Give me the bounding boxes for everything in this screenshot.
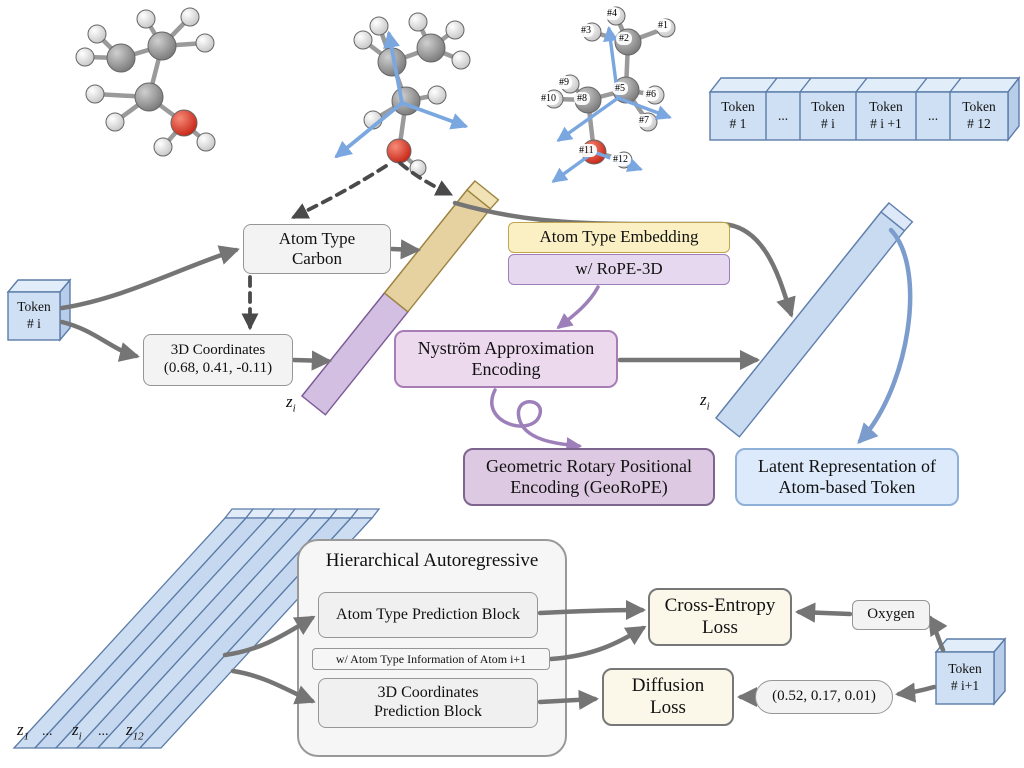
coords-pred-box: 3D Coordinates Prediction Block [318, 678, 538, 728]
cond-box: w/ Atom Type Information of Atom i+1 [312, 648, 550, 670]
molecule-1 [75, 7, 216, 157]
hier-title: Hierarchical Autoregressive [325, 549, 539, 571]
georope-box: Geometric Rotary Positional Encoding (Ge… [463, 448, 715, 506]
token-cell-dots-a: ... [777, 107, 789, 123]
atom-type-embedding-box: Atom Type Embedding [508, 222, 730, 253]
atom-pred-box: Atom Type Prediction Block [318, 592, 538, 638]
rope3d-box: w/ RoPE-3D [508, 254, 730, 285]
atom-type-box: Atom Type Carbon [243, 224, 391, 274]
z-label-12: z12 [126, 720, 144, 743]
blue-arrow [857, 227, 913, 444]
coords-val-box: (0.52, 0.17, 0.01) [755, 680, 893, 714]
token-cell-dots-b: ... [927, 107, 939, 123]
token-i1-cube [934, 637, 1007, 706]
token-i-cube-label: Token # i [17, 299, 51, 331]
token-cell-1: Token # 1 [721, 99, 755, 131]
z-label-right: zi [700, 390, 710, 413]
atom-tag-9: #9 [556, 76, 572, 89]
diffusion-loss-box: Diffusion Loss [602, 668, 734, 726]
ce-loss-box: Cross-Entropy Loss [648, 588, 792, 646]
z-dots-a: ... [42, 724, 53, 739]
atom-tag-8: #8 [574, 92, 590, 105]
z-label-i: zi [72, 720, 82, 743]
atom-tag-7: #7 [636, 114, 652, 127]
atom-tag-11: #11 [576, 144, 597, 157]
molecule-2 [334, 12, 471, 177]
atom-tag-3: #3 [578, 24, 594, 37]
latent-bar [715, 202, 914, 438]
z-label-1: z1 [17, 720, 30, 743]
atom-tag-12: #12 [610, 153, 631, 166]
atom-tag-4: #4 [604, 7, 620, 20]
z-label-mid: zi [286, 392, 296, 415]
gray-arrows [59, 200, 948, 710]
atom-tag-6: #6 [643, 88, 659, 101]
coords3d-box: 3D Coordinates (0.68, 0.41, -0.11) [143, 334, 293, 386]
purple-arrows [490, 285, 600, 453]
dashed-arrows [241, 161, 454, 331]
z-dots-b: ... [98, 724, 109, 739]
token-i-cube [6, 278, 72, 342]
token-i1-cube-label: Token # i+1 [948, 661, 982, 693]
oxygen-box: Oxygen [852, 600, 930, 630]
atom-tag-5: #5 [612, 82, 628, 95]
axes-icon [334, 30, 469, 159]
atom-tag-2: #2 [616, 32, 632, 45]
embedding-bar [301, 180, 500, 416]
nystrom-box: Nyström Approximation Encoding [394, 330, 618, 388]
atom-tag-1: #1 [655, 19, 671, 32]
token-cell-i: Token # i [811, 99, 845, 131]
token-row-3d [708, 75, 1021, 143]
token-cell-12: Token # 12 [962, 99, 996, 131]
latent-box: Latent Representation of Atom-based Toke… [735, 448, 959, 506]
atom-tag-10: #10 [538, 92, 559, 105]
token-cell-i1: Token # i +1 [869, 99, 903, 131]
